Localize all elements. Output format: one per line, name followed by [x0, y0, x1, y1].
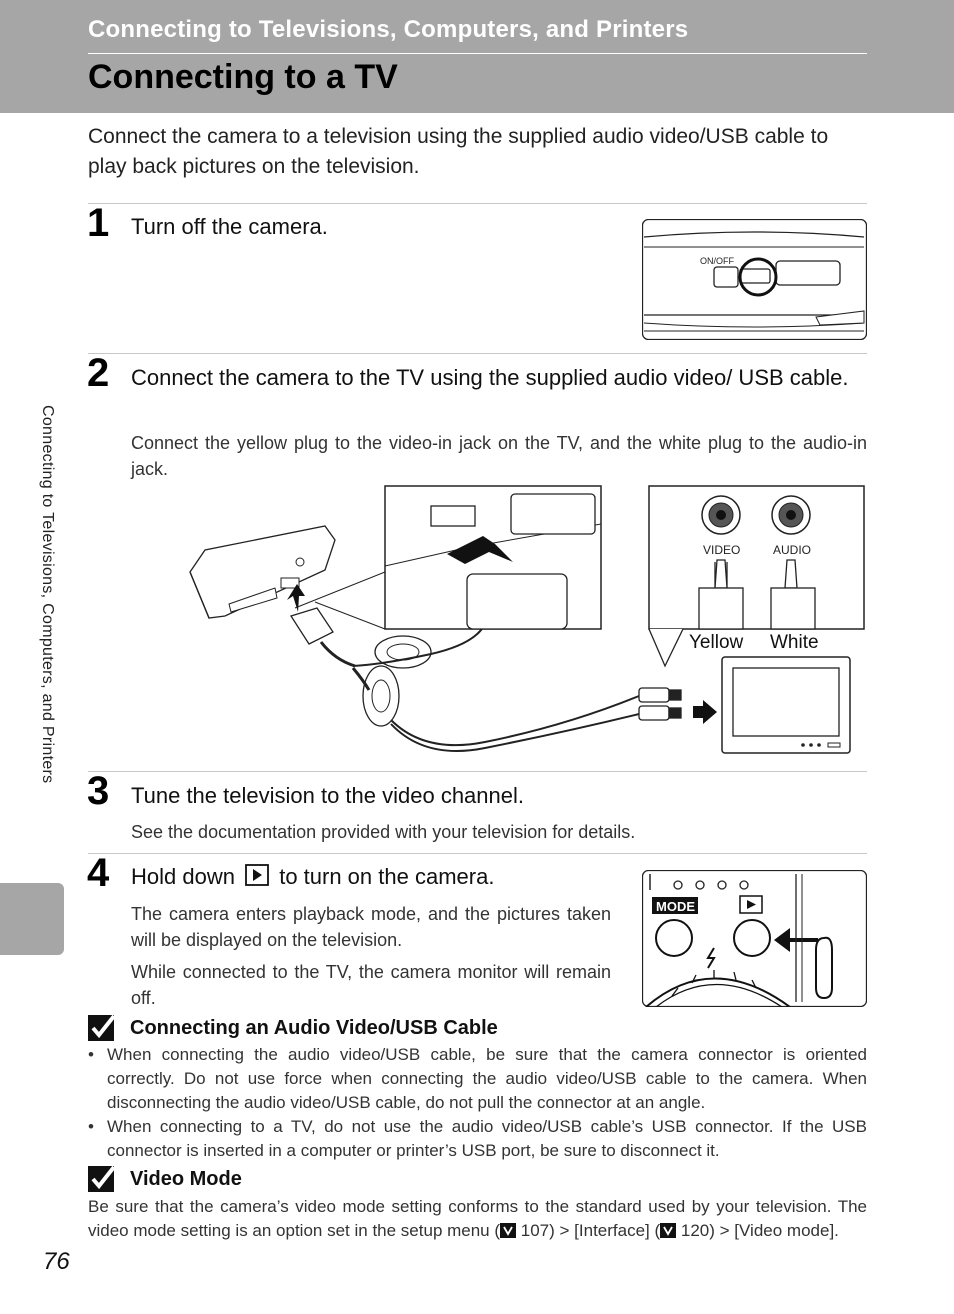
note-paragraph: Be sure that the camera’s video mode set… — [88, 1197, 867, 1240]
step-heading: Tune the television to the video channel… — [131, 783, 525, 808]
bullet-marker: • — [88, 1045, 94, 1064]
note-bullet: • When connecting to a TV, do not use th… — [88, 1117, 867, 1160]
step-body: The camera enters playback mode, and the… — [131, 904, 611, 950]
note-heading: Connecting an Audio Video/USB Cable — [88, 1014, 498, 1042]
divider — [88, 853, 867, 854]
camera-buttons-illustration: MODE — [642, 870, 867, 1007]
tv-connection-illustration: VIDEO AUDIO Yellow White — [189, 485, 865, 754]
checkmark-icon — [88, 1165, 116, 1192]
page-reference-icon — [500, 1223, 517, 1238]
mode-label: MODE — [656, 899, 695, 914]
step-body: See the documentation provided with your… — [131, 822, 636, 842]
divider — [88, 203, 867, 204]
step-number: 1 — [87, 201, 110, 245]
page-header: Connecting to Televisions, Computers, an… — [0, 0, 954, 113]
playback-button-icon — [245, 864, 269, 886]
intro-paragraph: Connect the camera to a television using… — [88, 125, 829, 178]
note-heading: Video Mode — [88, 1165, 242, 1193]
step-heading: Turn off the camera. — [131, 214, 328, 239]
checkmark-icon — [88, 1014, 116, 1041]
svg-text:VIDEO: VIDEO — [703, 543, 740, 557]
side-chapter-label: Connecting to Televisions, Computers, an… — [39, 405, 56, 784]
svg-text:AUDIO: AUDIO — [773, 543, 811, 557]
step-number: 3 — [87, 769, 110, 813]
step-heading: Connect the camera to the TV using the s… — [131, 365, 849, 390]
plug-yellow-label: Yellow — [689, 632, 744, 653]
divider — [88, 353, 867, 354]
divider — [88, 771, 867, 772]
step-body: While connected to the TV, the camera mo… — [131, 962, 611, 1008]
page-number: 76 — [43, 1248, 70, 1275]
side-chapter-tab — [0, 883, 64, 955]
step-number: 4 — [87, 851, 110, 895]
page-reference-icon — [660, 1223, 677, 1238]
section-title: Connecting to Televisions, Computers, an… — [88, 16, 689, 43]
step-body: Connect the yellow plug to the video-in … — [131, 433, 867, 479]
camera-power-illustration: ON/OFF — [642, 219, 867, 340]
page-title: Connecting to a TV — [88, 58, 398, 96]
onoff-label: ON/OFF — [700, 256, 734, 266]
step-number: 2 — [87, 351, 110, 395]
note-bullet: • When connecting the audio video/USB ca… — [88, 1045, 867, 1112]
step-heading: Hold down to turn on the camera. — [131, 864, 495, 889]
plug-white-label: White — [770, 632, 819, 653]
header-divider — [88, 53, 867, 54]
bullet-marker: • — [88, 1117, 94, 1136]
